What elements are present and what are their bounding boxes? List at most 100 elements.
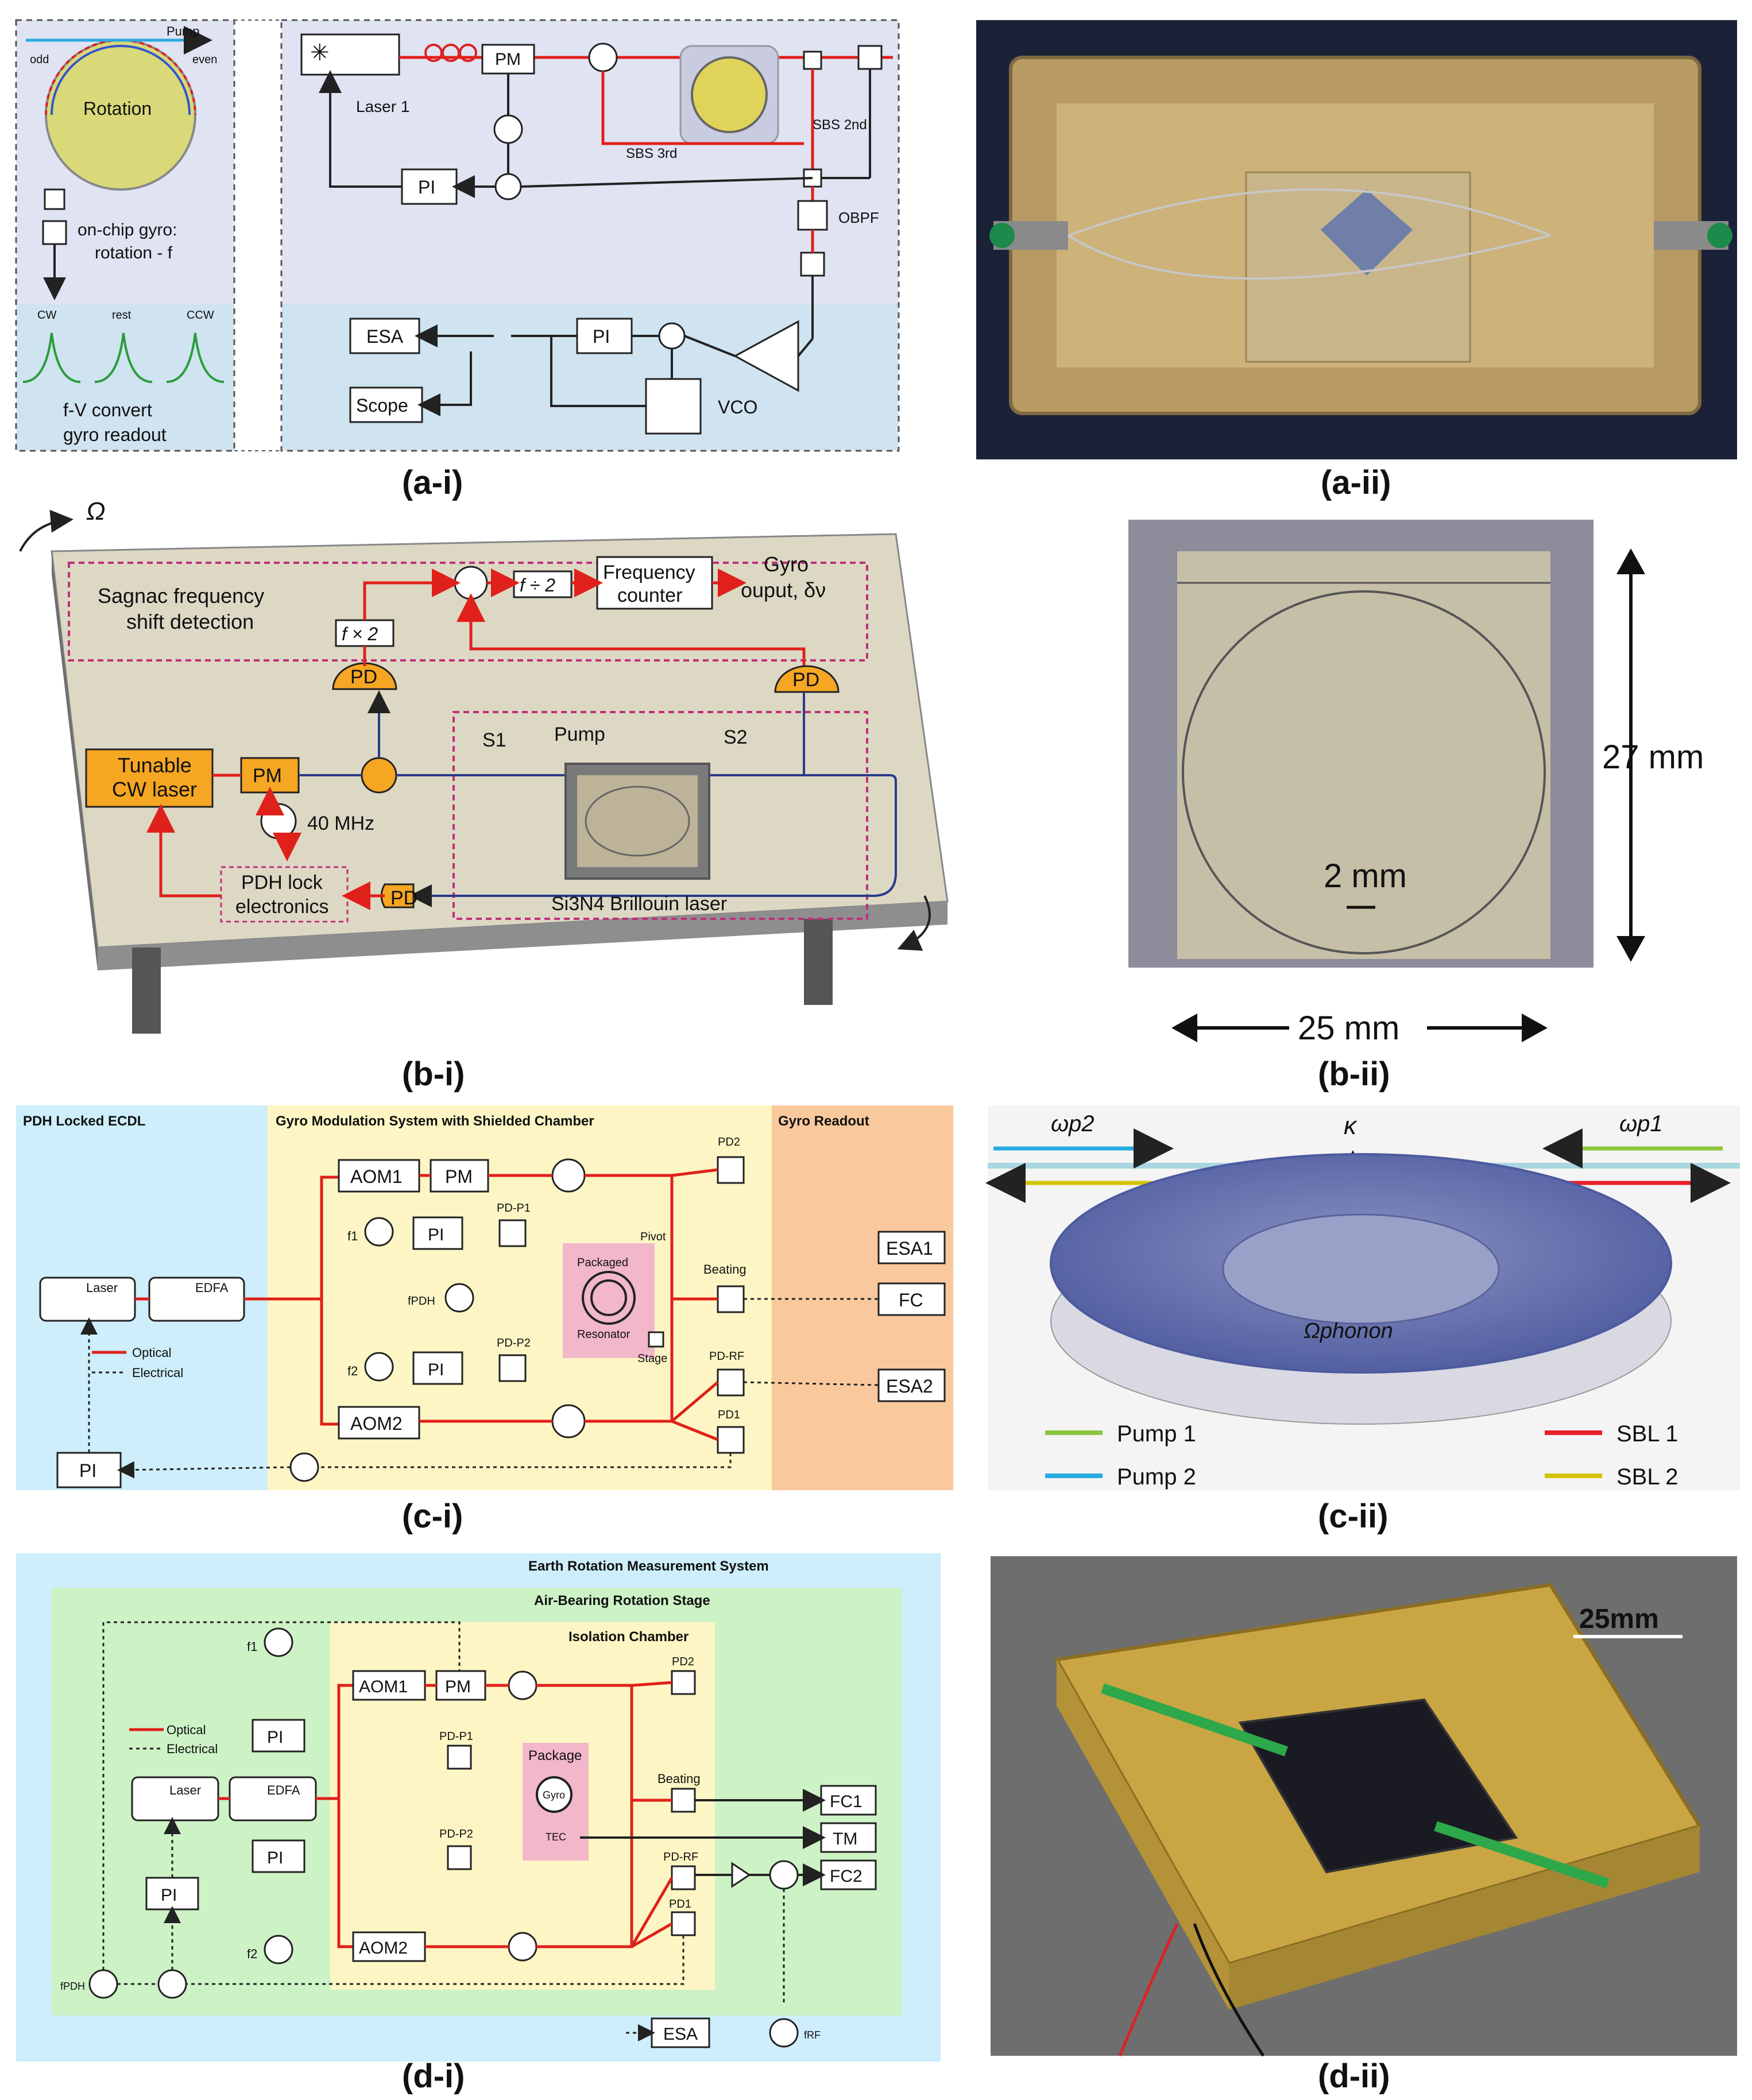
panel-c-ii: ωp2 ωp1 κ ✸ Ωphonon Pump 1 Pump 2 SBL 1 …	[985, 1105, 1740, 1535]
caption-b-i: (b-i)	[402, 1055, 465, 1093]
scale-label: 2 mm	[1324, 857, 1407, 895]
c-sec3: Gyro Readout	[778, 1113, 869, 1129]
c-pd2: PD2	[718, 1136, 740, 1148]
scope-label: Scope	[356, 395, 408, 416]
width-label: 25 mm	[1298, 1010, 1399, 1047]
brillouin-label: Si3N4 Brillouin laser	[551, 893, 727, 915]
c-pm: PM	[445, 1166, 473, 1187]
panel-a-ii: (a-ii)	[976, 20, 1737, 501]
phonon-label: Ωphonon	[1304, 1319, 1393, 1343]
c-resonator: Resonator	[577, 1328, 631, 1341]
cw-label: CW	[37, 309, 56, 322]
pd-left-label: PD	[350, 666, 377, 688]
d-pdp1: PD-P1	[439, 1730, 473, 1743]
omega-label: Ω	[86, 497, 105, 525]
caption-d-i: (d-i)	[402, 2058, 465, 2095]
c-stage: Stage	[637, 1352, 667, 1365]
s1-label: S1	[482, 729, 506, 751]
c-sec2: Gyro Modulation System with Shielded Cha…	[276, 1113, 594, 1129]
c-electrical: Electrical	[132, 1366, 183, 1380]
d-pd1: PD1	[669, 1898, 691, 1911]
d-fpdh: fPDH	[60, 1981, 85, 1992]
c-aom2: AOM2	[350, 1413, 403, 1434]
kappa-label: κ	[1344, 1112, 1357, 1140]
d-fc1: FC1	[830, 1792, 863, 1811]
panel-d-ii: 25mm (d-ii)	[991, 1556, 1737, 2095]
laser-star-icon: ✳	[310, 40, 330, 65]
rest-label: rest	[112, 309, 132, 322]
panel-a-i: Pump odd even Rotation on-chip gyro: rot…	[15, 19, 900, 501]
odd-label: odd	[30, 53, 49, 66]
onchip-label-2: rotation - f	[95, 243, 173, 262]
mhz-label: 40 MHz	[307, 813, 374, 834]
wp1-label: ωp1	[1619, 1111, 1663, 1136]
caption-c-i: (c-i)	[402, 1498, 463, 1535]
c-pdp1: PD-P1	[497, 1202, 531, 1215]
sbs2-label: SBS 2nd	[813, 117, 867, 133]
gyro-output-label-1: Gyro	[764, 552, 809, 576]
pdh-label-1: PDH lock	[241, 872, 323, 894]
pi-bottom-label: PI	[593, 326, 610, 347]
fcounter-label-2: counter	[617, 585, 682, 606]
d-pd2: PD2	[672, 1656, 694, 1668]
rotation-label: Rotation	[83, 98, 152, 119]
d-pi-c: PI	[161, 1886, 177, 1905]
legend-sbl2: SBL 2	[1616, 1464, 1678, 1490]
legend-pump1: Pump 1	[1117, 1421, 1196, 1447]
pm-b-label: PM	[253, 765, 282, 787]
pdh-label-2: electronics	[235, 896, 329, 918]
d-f1: f1	[247, 1639, 257, 1654]
d-beating: Beating	[658, 1772, 701, 1786]
d-package: Package	[528, 1748, 582, 1763]
c-pi-left: PI	[79, 1460, 96, 1481]
panel-b-i: Ω Sagnac frequency shift detection f ÷ 2…	[19, 497, 949, 1093]
sagnac-label-2: shift detection	[126, 610, 254, 633]
esa-label: ESA	[366, 326, 404, 347]
sagnac-label-1: Sagnac frequency	[98, 584, 264, 608]
caption-c-ii: (c-ii)	[1318, 1498, 1388, 1535]
legend-sbl1: SBL 1	[1616, 1421, 1678, 1447]
c-pi1: PI	[428, 1225, 444, 1244]
laser-label-1: Tunable	[118, 753, 192, 777]
caption-d-ii: (d-ii)	[1318, 2058, 1390, 2095]
d-laser: Laser	[169, 1783, 201, 1797]
d-stage: Air-Bearing Rotation Stage	[534, 1593, 710, 1608]
panel-c-i: PDH Locked ECDL Gyro Modulation System w…	[16, 1105, 953, 1535]
c-sec1: PDH Locked ECDL	[23, 1113, 145, 1129]
c-pd1: PD1	[718, 1409, 740, 1421]
d-sys: Earth Rotation Measurement System	[528, 1558, 769, 1574]
d-aom1: AOM1	[359, 1677, 408, 1696]
c-edfa: EDFA	[195, 1281, 229, 1295]
c-optical: Optical	[132, 1345, 171, 1360]
c-aom1: AOM1	[350, 1166, 403, 1187]
d-scale-label: 25mm	[1579, 1604, 1659, 1634]
fcounter-label-1: Frequency	[603, 562, 695, 583]
d-f2: f2	[247, 1947, 257, 1961]
gyro-output-label-2: ouput, δν	[741, 578, 826, 602]
d-pi-a: PI	[267, 1728, 283, 1747]
d-pm: PM	[445, 1677, 471, 1696]
vco-label: VCO	[718, 397, 757, 417]
pd-right-label: PD	[792, 669, 819, 691]
panel-b-ii: 27 mm 2 mm 25 mm (b-ii)	[1128, 520, 1704, 1093]
caption-a-i: (a-i)	[402, 464, 463, 501]
c-laser: Laser	[86, 1281, 118, 1295]
laser1-label: Laser 1	[356, 98, 409, 115]
d-gyro: Gyro	[543, 1789, 565, 1801]
d-optical: Optical	[167, 1723, 206, 1737]
caption-a-ii: (a-ii)	[1321, 464, 1391, 501]
caption-b-ii: (b-ii)	[1318, 1055, 1390, 1093]
c-fpdh: fPDH	[408, 1295, 435, 1308]
d-pdp2: PD-P2	[439, 1828, 473, 1840]
d-aom2: AOM2	[359, 1939, 408, 1958]
d-fc2: FC2	[830, 1867, 863, 1886]
c-esa2: ESA2	[886, 1376, 933, 1397]
c-beating: Beating	[703, 1262, 747, 1277]
fdiv2-label: f ÷ 2	[520, 575, 555, 595]
d-pi-b: PI	[267, 1848, 283, 1867]
pm-label: PM	[495, 50, 521, 69]
d-esa: ESA	[663, 2025, 698, 2044]
c-f1: f1	[347, 1229, 358, 1243]
c-pivot: Pivot	[640, 1231, 666, 1243]
sbs3-label: SBS 3rd	[626, 146, 677, 161]
